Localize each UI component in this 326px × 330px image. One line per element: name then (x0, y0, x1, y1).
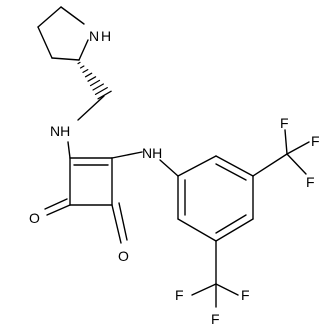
bond-ring-1 (37, 6, 62, 28)
bond-ar-4-inner (215, 214, 247, 234)
cf3-group-top (252, 129, 310, 177)
fluorine-label: F (211, 311, 220, 327)
bond-ring-5 (60, 6, 85, 25)
bond-cd-o2 (111, 204, 122, 244)
hash-2 (79, 65, 85, 69)
hash-3 (82, 68, 89, 74)
bond-cb-nh (111, 151, 143, 159)
bond-cf3-top-f1 (284, 129, 288, 155)
hash-1 (77, 61, 81, 65)
bond-cc-o1 (46, 204, 71, 216)
oxo-right-label: O (118, 248, 129, 264)
bond-cc-o1-double (44, 198, 68, 210)
carbonyl-right (111, 202, 128, 244)
hash-9 (97, 90, 112, 100)
bond-ar-4 (215, 218, 254, 242)
pyrrolidine-n-label: N (89, 28, 99, 44)
bond-cf3-top-f3 (286, 153, 307, 175)
hash-4 (84, 72, 93, 78)
bond-nh-ipso (159, 159, 179, 177)
pyrrolidine-ring (37, 6, 89, 61)
atom-labels: N H NH NH O O F F F F F F (29, 28, 320, 327)
fluorine-label: F (241, 287, 250, 303)
bond-cf3-top-f2 (286, 141, 310, 155)
bond-ring-2 (37, 26, 53, 59)
oxo-left-label: O (29, 210, 40, 226)
fluorine-label: F (311, 133, 320, 149)
fluorine-label: F (175, 287, 184, 303)
bond-ring-3 (51, 57, 80, 61)
hash-6 (89, 79, 101, 87)
hash-7 (92, 83, 105, 91)
bond-cd-o2-double (118, 202, 128, 241)
stereo-hashed-wedge (77, 61, 112, 100)
aryl-nh-label: NH (142, 145, 162, 161)
bond-cf3-bottom-f1 (191, 283, 217, 296)
hash-8 (94, 86, 108, 96)
bond-cf3-bottom-f2 (215, 283, 239, 296)
fluorine-label: F (306, 174, 315, 190)
benzene-ring (177, 155, 254, 242)
squaramide-core (69, 157, 113, 206)
bond-ring-4 (78, 39, 89, 61)
hash-5 (87, 76, 97, 82)
carbonyl-left (44, 198, 71, 216)
bond-ar-1 (177, 155, 217, 177)
bond-nh-ca (67, 141, 71, 159)
bond-ar-2-inner (215, 163, 247, 181)
pyrrolidine-h-label: H (101, 28, 111, 44)
bond-ar-5 (177, 218, 217, 242)
linker-nh-label: NH (50, 123, 70, 139)
cf3-group-bottom (191, 240, 239, 308)
bond-ar-2 (215, 155, 254, 177)
bond-ch2-nh (77, 95, 105, 121)
fluorine-label: F (280, 115, 289, 131)
bond-ar-cf3-top (252, 153, 288, 177)
